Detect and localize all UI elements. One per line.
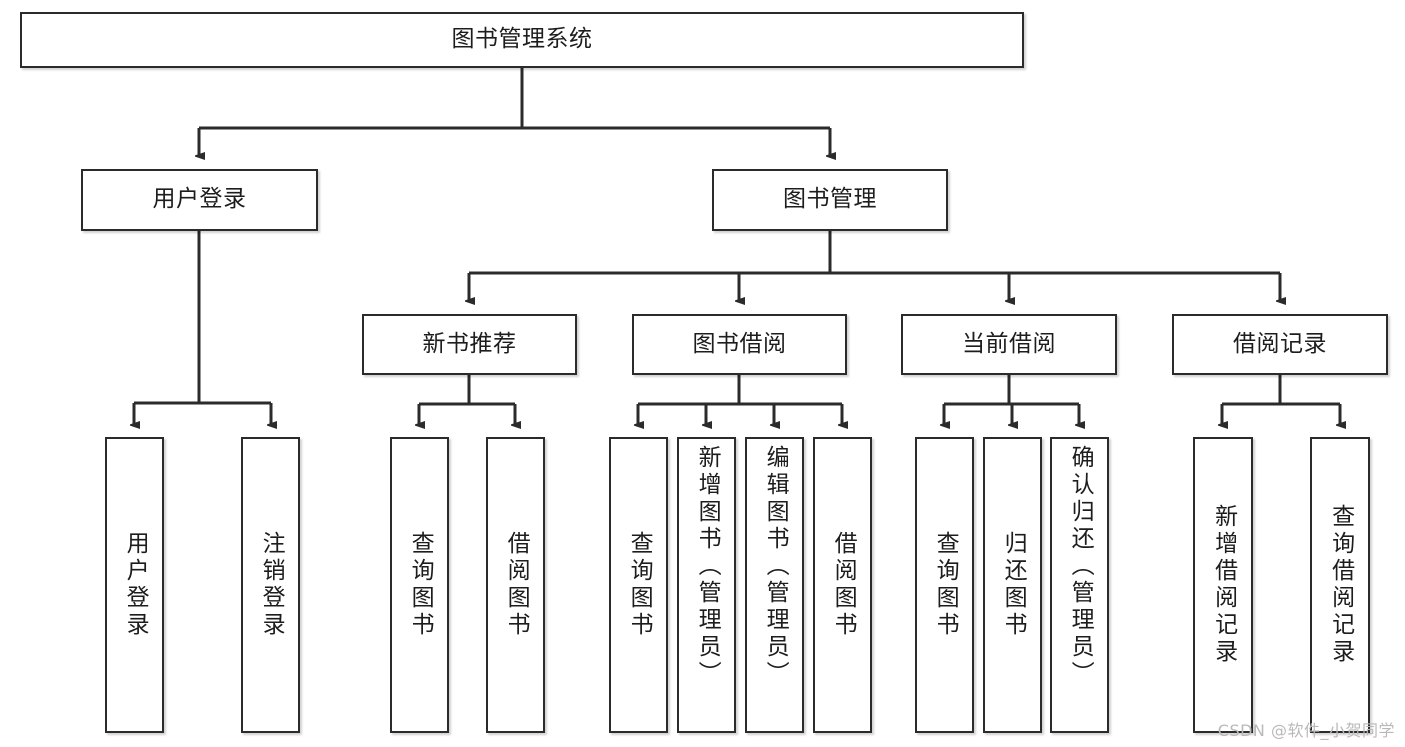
leaf-borrow-edit-book[interactable]: 编辑图书（管理员） (745, 437, 804, 733)
node-book-management[interactable]: 图书管理 (712, 169, 948, 231)
node-label: 图书管理系统 (451, 26, 593, 53)
node-label: 编辑图书（管理员） (762, 445, 789, 688)
node-label: 新书推荐 (422, 330, 517, 357)
node-book-borrow[interactable]: 图书借阅 (632, 314, 847, 375)
node-label: 新增借阅记录 (1210, 504, 1237, 666)
leaf-borrow-borrow-book[interactable]: 借阅图书 (813, 437, 872, 733)
node-label: 借阅图书 (503, 531, 530, 639)
node-label: 借阅记录 (1233, 330, 1327, 357)
leaf-record-add[interactable]: 新增借阅记录 (1193, 437, 1253, 733)
leaf-new-book-query[interactable]: 查询图书 (390, 437, 449, 733)
node-label: 图书管理 (783, 186, 877, 213)
node-label: 查询图书 (407, 531, 434, 639)
leaf-user-login-logout[interactable]: 注销登录 (241, 437, 300, 733)
node-label: 用户登录 (152, 186, 247, 213)
node-label: 用户登录 (122, 531, 149, 639)
node-root-system[interactable]: 图书管理系统 (20, 12, 1024, 68)
node-borrow-record[interactable]: 借阅记录 (1172, 314, 1388, 375)
node-label: 查询图书 (626, 531, 653, 639)
leaf-current-return-book[interactable]: 归还图书 (983, 437, 1042, 733)
leaf-new-book-borrow[interactable]: 借阅图书 (486, 437, 545, 733)
node-label: 归还图书 (1000, 531, 1027, 639)
node-current-borrow[interactable]: 当前借阅 (901, 314, 1117, 375)
node-label: 当前借阅 (962, 330, 1056, 357)
leaf-current-confirm-return[interactable]: 确认归还（管理员） (1050, 437, 1109, 733)
node-label: 查询图书 (932, 531, 959, 639)
node-label: 确认归还（管理员） (1067, 445, 1094, 688)
node-label: 注销登录 (258, 531, 285, 639)
node-new-book-recommend[interactable]: 新书推荐 (362, 314, 577, 375)
node-label: 新增图书（管理员） (694, 445, 721, 688)
node-user-login[interactable]: 用户登录 (81, 169, 318, 231)
leaf-current-query-book[interactable]: 查询图书 (915, 437, 974, 733)
leaf-borrow-add-book[interactable]: 新增图书（管理员） (677, 437, 736, 733)
node-label: 借阅图书 (830, 531, 857, 639)
node-label: 图书借阅 (692, 330, 787, 357)
watermark: CSDN @软件_小贺同学 (1217, 721, 1395, 740)
leaf-borrow-query-book[interactable]: 查询图书 (609, 437, 668, 733)
leaf-record-query[interactable]: 查询借阅记录 (1310, 437, 1370, 733)
leaf-user-login-login[interactable]: 用户登录 (105, 437, 164, 733)
node-label: 查询借阅记录 (1327, 504, 1354, 666)
